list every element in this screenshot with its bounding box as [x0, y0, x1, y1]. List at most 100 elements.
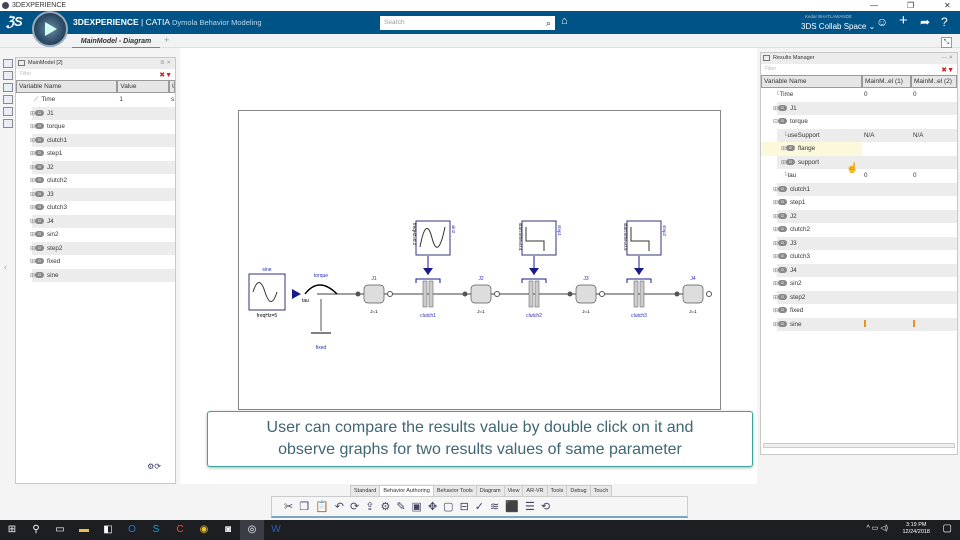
expand-icon[interactable]: ⊞: [30, 205, 36, 211]
expand-icon[interactable]: ⊞: [30, 110, 36, 117]
expand-icon[interactable]: ⊞: [781, 159, 787, 166]
collab-space-dropdown[interactable]: 3DS Collab Space ⌄: [801, 22, 876, 31]
app-icon[interactable]: ◧: [103, 524, 113, 535]
col-result-1[interactable]: MainM..el (1): [862, 75, 911, 88]
search-icon[interactable]: ⚲: [32, 524, 40, 535]
camera-icon[interactable]: ◙: [224, 524, 232, 535]
expand-icon[interactable]: ⊞: [773, 267, 779, 274]
expand-icon[interactable]: ⊞: [30, 191, 36, 198]
sine-block[interactable]: sine freqHz=5: [248, 267, 286, 319]
variable-value[interactable]: [117, 133, 170, 147]
expand-icon[interactable]: ⊞: [773, 186, 779, 193]
result-value-2[interactable]: N/A: [913, 131, 924, 139]
expand-icon[interactable]: ⊞: [773, 294, 779, 301]
clutch1-block[interactable]: clutch1: [415, 256, 441, 319]
variable-value[interactable]: [117, 255, 169, 269]
paste-icon[interactable]: 📋: [315, 501, 329, 513]
variable-value[interactable]: 1: [119, 96, 123, 103]
app-c-icon[interactable]: C: [176, 524, 184, 535]
panel-close-icon[interactable]: ⚙ ✕: [159, 60, 171, 66]
expand-icon[interactable]: ⊞: [773, 213, 779, 220]
expand-icon[interactable]: ⊞: [30, 245, 36, 252]
close-button[interactable]: ✕: [944, 1, 951, 10]
connect-icon[interactable]: ✥: [427, 501, 438, 513]
col-variable-name[interactable]: Variable Name: [16, 80, 118, 93]
export-icon[interactable]: ⇪: [365, 501, 375, 513]
expand-icon[interactable]: ⊞: [30, 151, 36, 157]
expand-icon[interactable]: ⊞: [30, 137, 36, 144]
share-icon[interactable]: ➦: [920, 15, 931, 29]
add-tab-button[interactable]: +: [164, 35, 170, 45]
cut-icon[interactable]: ✂: [284, 501, 294, 513]
expand-icon[interactable]: ⊞: [30, 124, 36, 130]
filter-input[interactable]: Filter✖▼: [761, 64, 957, 75]
box-icon[interactable]: ▢: [443, 501, 454, 513]
variable-value[interactable]: [117, 174, 169, 188]
notifications-icon[interactable]: ▢: [942, 523, 952, 534]
result-value-1[interactable]: N/A: [864, 131, 875, 139]
inertia-J1[interactable]: J1J=1: [355, 276, 393, 314]
result-value-1[interactable]: 0: [864, 91, 868, 98]
simulate-icon[interactable]: ⟲: [540, 501, 551, 513]
search-icon[interactable]: ⌕: [545, 18, 551, 28]
add-icon[interactable]: +: [899, 12, 908, 29]
expand-icon[interactable]: ⊞: [773, 254, 779, 260]
tab-mainmodel-diagram[interactable]: MainModel - Diagram: [72, 35, 160, 48]
inertia-J4[interactable]: J4J=1: [674, 276, 712, 314]
col-variable-name[interactable]: Variable Name: [761, 75, 862, 88]
expand-icon[interactable]: ⊞: [773, 105, 779, 112]
file-explorer-icon[interactable]: ▬: [79, 524, 89, 535]
panel-close-icon[interactable]: — ✕: [941, 55, 953, 61]
variables-icon[interactable]: ≋: [490, 501, 500, 513]
result-value-2[interactable]: 0: [913, 91, 917, 98]
word-icon[interactable]: W: [271, 524, 281, 535]
expand-icon[interactable]: ⊞: [30, 272, 36, 279]
variable-value[interactable]: [117, 201, 169, 215]
variable-value[interactable]: [117, 120, 169, 134]
minimize-button[interactable]: —: [870, 1, 878, 10]
inertia-J2[interactable]: J2J=1: [462, 276, 500, 314]
system-tray-icons[interactable]: ^ ▭ ◁): [866, 525, 888, 532]
tool-icon[interactable]: [3, 83, 13, 92]
tool-icon[interactable]: [3, 71, 13, 80]
tool-icon[interactable]: [3, 59, 13, 68]
expand-icon[interactable]: ⊞: [773, 200, 779, 206]
expand-left-icon[interactable]: ‹: [4, 262, 7, 272]
variable-value[interactable]: [117, 160, 170, 174]
expand-icon[interactable]: ⊞: [30, 218, 36, 225]
horizontal-scrollbar[interactable]: [763, 443, 955, 448]
component-icon[interactable]: ⚙: [380, 501, 391, 513]
expand-icon[interactable]: ⊞: [773, 321, 779, 328]
expand-icon[interactable]: ⊞: [30, 232, 36, 238]
col-value[interactable]: Value: [117, 80, 170, 93]
tool-icon[interactable]: [3, 95, 13, 104]
collapse-icon[interactable]: ⊟: [773, 119, 779, 125]
filter-icon[interactable]: ✖▼: [941, 67, 954, 74]
outlook-icon[interactable]: O: [128, 524, 136, 535]
tool-icon[interactable]: [3, 107, 13, 116]
